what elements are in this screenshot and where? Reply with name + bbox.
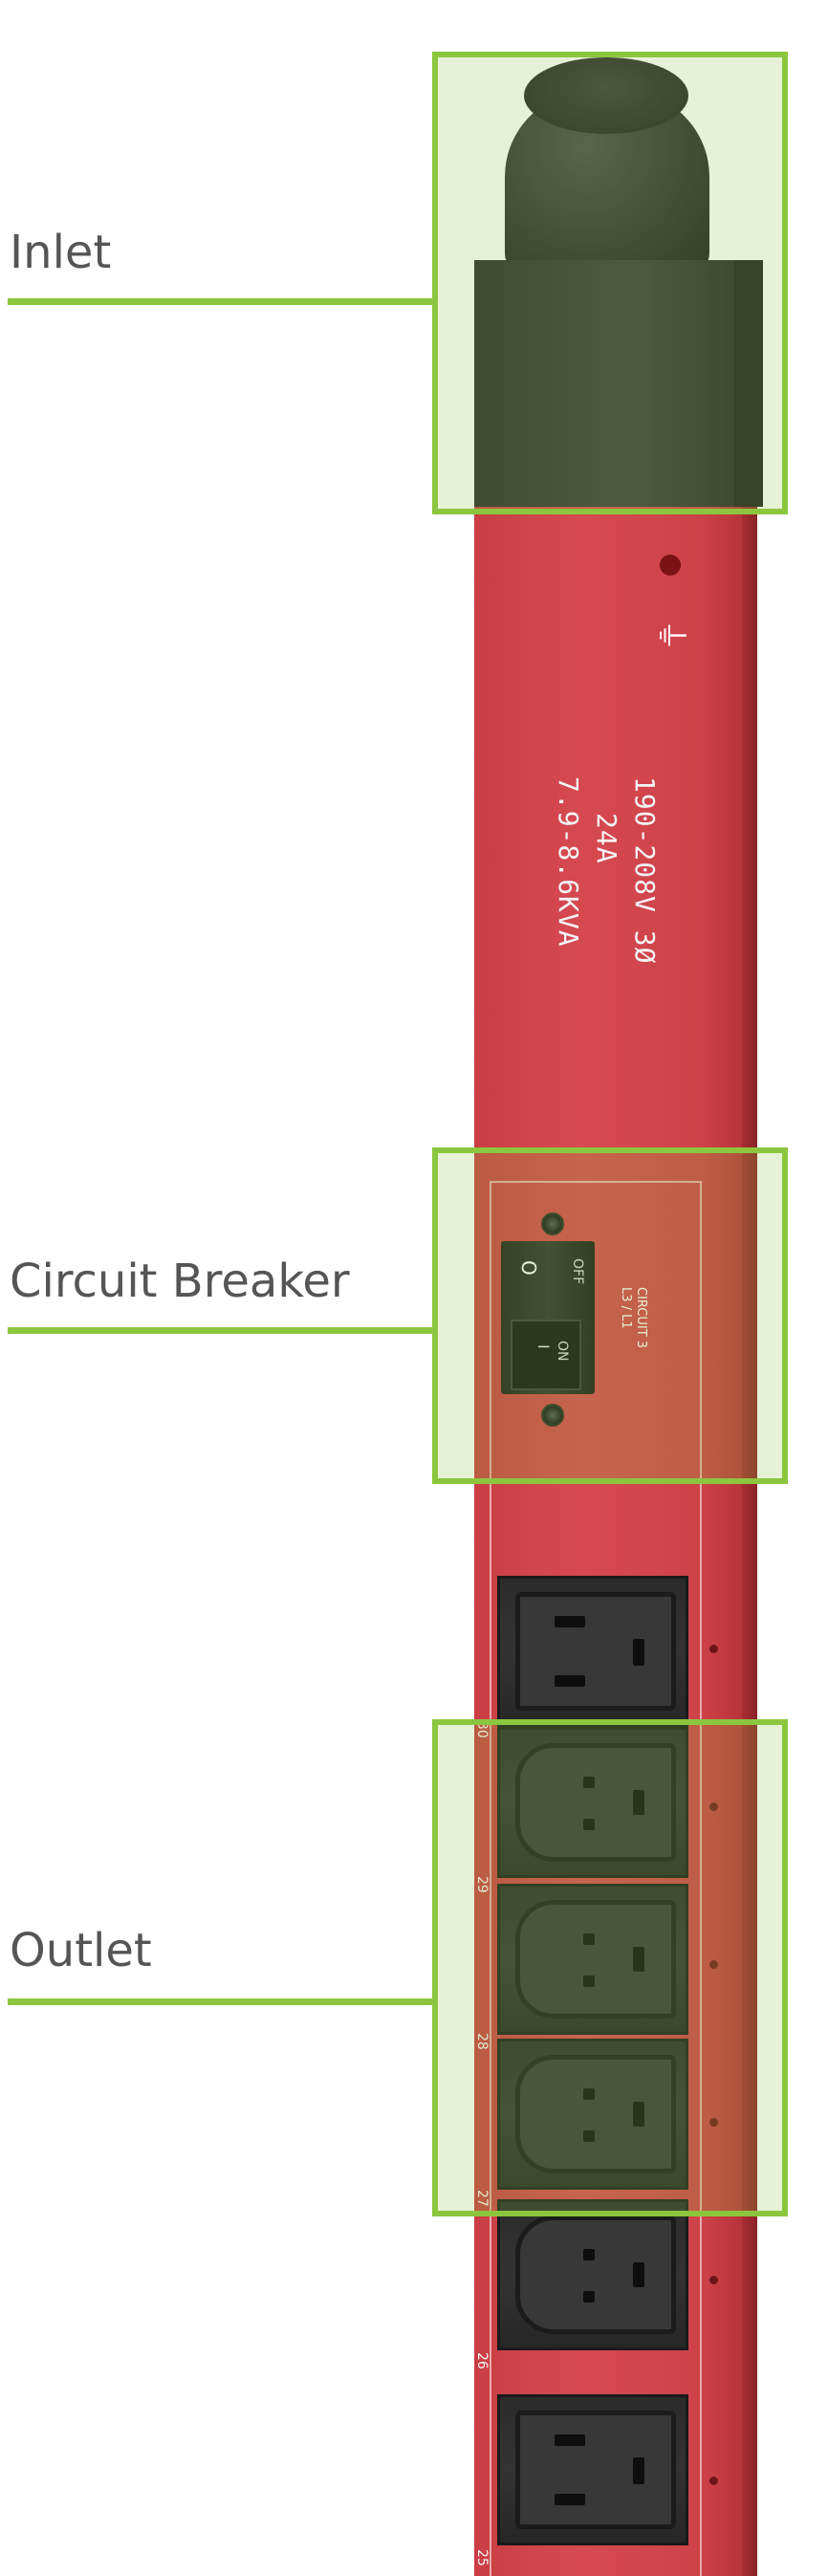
outlet-pin — [633, 2457, 644, 2484]
outlet-face — [515, 1592, 676, 1711]
outlet-pin — [583, 1819, 595, 1830]
rating-label: 190-208V 3Ø 24A 7.9-8.6KVA — [512, 776, 665, 1015]
outlet-label: Outlet — [10, 1924, 152, 1977]
ground-icon: ⏚ — [651, 619, 690, 652]
rating-voltage: 190-208V 3Ø — [629, 776, 661, 965]
inlet-leader-line — [8, 298, 434, 305]
rating-current: 24A — [591, 813, 622, 864]
screw-bottom — [541, 1404, 564, 1427]
outlet-pin — [633, 1639, 644, 1666]
side-dot — [709, 2118, 718, 2127]
outlet-pin — [583, 2291, 595, 2303]
panel-outline — [490, 1181, 702, 2576]
outlet-pin — [555, 2434, 585, 2446]
outlet-pin — [633, 2102, 644, 2127]
outlet-number: 25 — [474, 2549, 490, 2566]
c13-outlet-icon — [497, 1884, 688, 2035]
circuit-breaker-label: Circuit Breaker — [10, 1255, 350, 1308]
outlet-pin — [633, 2262, 644, 2287]
outlet-pin — [583, 2249, 595, 2260]
c19-outlet-icon — [497, 2394, 688, 2545]
c13-outlet-icon — [497, 2039, 688, 2190]
side-dot — [709, 2276, 718, 2284]
side-dot — [709, 1960, 718, 1969]
screw-top — [541, 1212, 564, 1235]
inlet-highlight-box — [432, 52, 788, 514]
breaker-toggle[interactable] — [511, 1320, 581, 1390]
outlet-face — [515, 2411, 676, 2529]
outlet-face — [515, 2055, 676, 2173]
outlet-pin — [555, 2494, 585, 2505]
rating-power: 7.9-8.6KVA — [553, 776, 584, 948]
c19-outlet-icon — [497, 1576, 688, 1727]
pdu-side-face — [742, 497, 757, 2576]
outlet-highlight-box — [432, 1719, 788, 2216]
outlet-pin — [633, 1947, 644, 1972]
outlet-pin — [583, 2130, 595, 2142]
cable-gland-cap — [524, 57, 688, 134]
c13-outlet-icon — [497, 2199, 688, 2350]
inlet-label: Inlet — [10, 226, 112, 279]
inlet-block-side — [734, 260, 763, 507]
outlet-pin — [583, 1777, 595, 1788]
outlet-pin — [555, 1675, 585, 1687]
outlet-face — [515, 2216, 676, 2334]
outlet-pin — [633, 1790, 644, 1815]
circuit-breaker-highlight-box — [432, 1147, 788, 1484]
side-dot — [709, 2477, 718, 2485]
outlet-pin — [583, 2088, 595, 2100]
inlet-block — [474, 260, 734, 507]
side-dot — [709, 1645, 718, 1653]
outlet-pin — [583, 1933, 595, 1945]
indicator-led — [660, 555, 681, 576]
circuit-breaker-leader-line — [8, 1327, 434, 1334]
side-dot — [709, 1802, 718, 1811]
outlet-number: 26 — [474, 2352, 490, 2369]
outlet-leader-line — [8, 1998, 434, 2005]
outlet-pin — [583, 1976, 595, 1987]
c13-outlet-icon — [497, 1727, 688, 1878]
outlet-face — [515, 1743, 676, 1862]
outlet-pin — [555, 1616, 585, 1627]
outlet-face — [515, 1900, 676, 2019]
